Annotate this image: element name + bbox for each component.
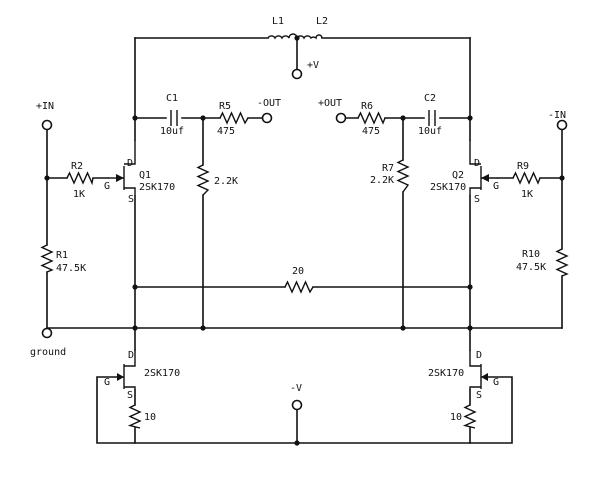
terminal-plus-out-label: +OUT — [318, 98, 342, 109]
transistor-q1-ref: Q1 — [139, 170, 151, 181]
resistor-source-right: 10 — [450, 404, 477, 429]
transistor-q2-g: G — [493, 181, 499, 192]
terminal-minus-v: -V — [290, 383, 303, 411]
capacitor-c1-value: 10uf — [160, 126, 184, 137]
terminal-ground-label: ground — [30, 347, 66, 358]
junctions — [44, 35, 565, 446]
transistor-q3: D G S 2SK170 — [104, 350, 180, 401]
transistor-q2-ref: Q2 — [452, 170, 464, 181]
resistor-r5: R5 475 — [217, 101, 249, 137]
capacitor-c2-value: 10uf — [418, 126, 442, 137]
resistor-drain-left-value: 2.2K — [214, 176, 238, 187]
transistor-q2: D G S Q2 2SK170 — [430, 140, 499, 205]
transistor-q3-s: S — [127, 390, 133, 401]
resistor-r1: R1 47.5K — [40, 244, 86, 274]
transistor-q4-g: G — [493, 377, 499, 388]
wires — [46, 37, 563, 444]
transistor-q2-s: S — [474, 194, 480, 205]
resistor-r7-value: 2.2K — [370, 175, 394, 186]
terminal-minus-in-label: -IN — [548, 110, 566, 121]
resistor-r6: R6 475 — [357, 101, 386, 137]
resistor-r10-value: 47.5K — [516, 262, 546, 273]
transistor-q4-d: D — [476, 350, 482, 361]
resistor-r10-ref: R10 — [522, 249, 540, 260]
terminal-ground: ground — [30, 327, 66, 358]
transistor-q2-d: D — [474, 158, 480, 169]
transistor-q1-s: S — [128, 194, 134, 205]
terminal-plus-in: +IN — [36, 101, 54, 131]
resistor-r7: R7 2.2K — [370, 159, 410, 193]
terminal-minus-out-label: -OUT — [257, 98, 281, 109]
resistor-r5-value: 475 — [217, 126, 235, 137]
resistor-r9-ref: R9 — [517, 161, 529, 172]
transistor-q1-part: 2SK170 — [139, 182, 175, 193]
resistor-bridge-value: 20 — [292, 266, 304, 277]
transistor-q1: D G S Q1 2SK170 — [104, 140, 175, 205]
resistor-drain-left: 2.2K — [196, 164, 238, 196]
terminal-minus-in: -IN — [548, 110, 568, 131]
transistor-q1-g: G — [104, 181, 110, 192]
transistor-q1-d: D — [127, 158, 133, 169]
resistor-source-left-value: 10 — [144, 412, 156, 423]
resistor-r1-value: 47.5K — [56, 263, 86, 274]
capacitor-c2: C2 10uf — [418, 93, 442, 137]
terminal-plus-v: +V — [291, 60, 319, 80]
resistor-r7-ref: R7 — [382, 163, 394, 174]
inductor-l2: L2 — [296, 16, 328, 40]
capacitor-c2-ref: C2 — [424, 93, 436, 104]
resistor-r9-value: 1K — [521, 189, 533, 200]
terminal-minus-v-label: -V — [290, 383, 302, 394]
resistor-r2: R2 1K — [66, 161, 94, 200]
resistor-r9: R9 1K — [512, 161, 541, 200]
transistor-q3-d: D — [128, 350, 134, 361]
resistor-r2-value: 1K — [73, 189, 85, 200]
transistor-q3-part: 2SK170 — [144, 368, 180, 379]
terminal-minus-out: -OUT — [257, 98, 281, 124]
transistor-q4-s: S — [476, 390, 482, 401]
terminal-plus-in-label: +IN — [36, 101, 54, 112]
resistor-r2-ref: R2 — [71, 161, 83, 172]
transistor-q4-part: 2SK170 — [428, 368, 464, 379]
capacitor-c1-ref: C1 — [166, 93, 178, 104]
transistor-q3-g: G — [104, 377, 110, 388]
resistor-source-left: 10 — [127, 404, 156, 429]
terminal-plus-out: +OUT — [318, 98, 347, 124]
capacitor-c1: C1 10uf — [160, 93, 184, 137]
resistor-bridge: 20 — [284, 266, 314, 294]
resistor-source-right-value: 10 — [450, 412, 462, 423]
resistor-r1-ref: R1 — [56, 250, 68, 261]
transistor-q2-part: 2SK170 — [430, 182, 466, 193]
resistor-r10: R10 47.5K — [516, 248, 569, 277]
transistor-q4: D G S 2SK170 — [428, 350, 499, 401]
inductor-l1: L1 — [267, 16, 298, 41]
resistor-r6-ref: R6 — [361, 101, 373, 112]
inductor-l1-label: L1 — [272, 16, 284, 27]
inductor-l2-label: L2 — [316, 16, 328, 27]
resistor-r5-ref: R5 — [219, 101, 231, 112]
resistor-r6-value: 475 — [362, 126, 380, 137]
terminal-plus-v-label: +V — [307, 60, 319, 71]
